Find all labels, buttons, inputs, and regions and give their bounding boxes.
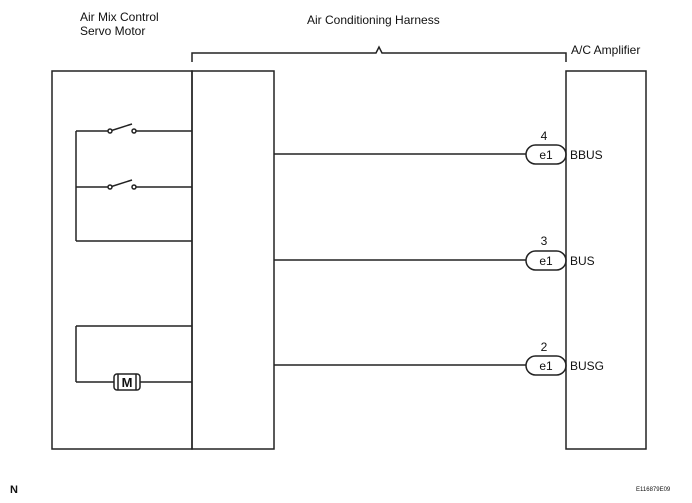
switch-circuit [75, 123, 192, 242]
connector-e1-bbus [525, 144, 567, 165]
connector-label: e1 [539, 254, 553, 268]
servo-motor-title-line1: Air Mix Control [80, 10, 159, 24]
harness-brace [191, 45, 567, 62]
signal-label: BBUS [570, 148, 603, 162]
amplifier-title: A/C Amplifier [571, 43, 641, 57]
motor-circuit [75, 325, 192, 391]
connector-e1-bus [525, 250, 567, 271]
signal-label: BUSG [570, 359, 604, 373]
servo-motor-title-line2: Servo Motor [80, 24, 146, 38]
motor-symbol: M [122, 375, 133, 390]
motor-icon [113, 373, 141, 391]
harness-title: Air Conditioning Harness [307, 13, 440, 27]
connector-label: e1 [539, 148, 553, 162]
connector-label: e1 [539, 359, 553, 373]
pin-number: 4 [541, 129, 548, 143]
connector-e1-busg [525, 355, 567, 376]
signal-label: BUS [570, 254, 595, 268]
pin-number: 2 [541, 340, 548, 354]
harness-connector-block [191, 70, 275, 450]
pin-number: 3 [541, 234, 548, 248]
left-mark: N [10, 484, 18, 496]
figure-code: E116879E09 [636, 487, 671, 493]
